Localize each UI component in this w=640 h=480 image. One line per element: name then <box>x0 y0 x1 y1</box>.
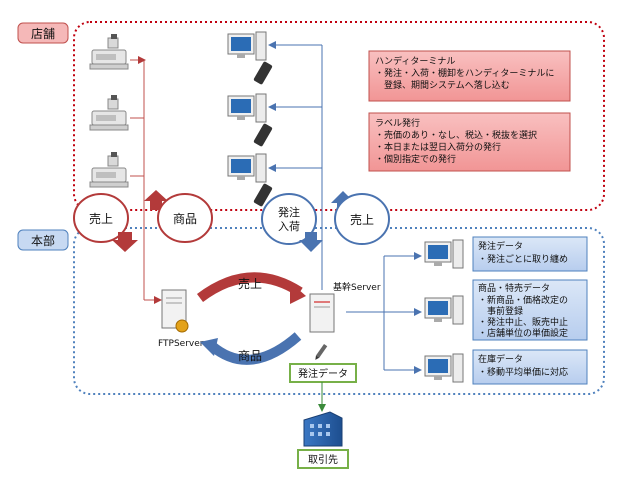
handy-note-title: ハンディターミナル <box>375 55 455 67</box>
server-sales-label: 売上 <box>238 276 262 291</box>
label-note-title: ラベル発行 <box>375 117 420 129</box>
order-receive-flow: 発注 入荷 <box>261 193 323 252</box>
register-connection-lines <box>130 56 162 304</box>
order-label: 発注 <box>278 205 300 219</box>
store-sales-label: 売上 <box>89 211 113 226</box>
terminal-pc-icon <box>227 153 273 207</box>
label-note-line: ・個別指定での発行 <box>375 153 456 165</box>
building-icon <box>303 411 343 447</box>
hq-pc-icon <box>424 295 464 325</box>
label-note-line: ・本日または翌日入荷分の発行 <box>375 141 501 153</box>
hq-box-title: 商品・特売データ <box>478 282 550 294</box>
server-goods-flow: 商品 <box>200 332 302 365</box>
hq-box-line: ・移動平均単価に対応 <box>478 366 568 378</box>
terminal-pc-icon <box>227 31 273 85</box>
down-arrow-icon <box>299 232 323 252</box>
receive-label: 入荷 <box>278 220 300 233</box>
handy-note-line: 登録、期間システムへ落し込む <box>375 79 510 91</box>
server-goods-label: 商品 <box>238 348 262 363</box>
store-goods-flow: 商品 <box>144 190 213 243</box>
hq-box-title: 在庫データ <box>478 353 523 365</box>
handy-note-line: ・発注・入荷・棚卸をハンディターミナルに <box>375 67 554 79</box>
terminal-sales-flow: 売上 <box>331 191 390 245</box>
order-data-label: 発注データ <box>289 363 357 383</box>
store-zone-label: 店舗 <box>17 22 69 44</box>
hq-connection-lines <box>346 252 422 374</box>
pencil-icon <box>315 344 328 360</box>
terminal-sales-label: 売上 <box>350 212 374 227</box>
hq-zone-label: 本部 <box>17 229 69 251</box>
order-data-box: 発注データ ・発注ごとに取り纏め <box>472 236 588 272</box>
terminal-connection-lines <box>268 41 323 290</box>
hq-box-line: 事前登録 <box>478 305 523 317</box>
product-sale-data-box: 商品・特売データ ・新商品・価格改定の 事前登録 ・発注中止、販売中止 ・店舗単… <box>472 279 588 341</box>
cash-register-icon <box>89 34 129 70</box>
supplier-text: 取引先 <box>308 454 338 466</box>
hq-box-title: 発注データ <box>478 240 523 252</box>
hq-pc-icon <box>424 353 464 383</box>
cash-register-icon <box>89 152 129 188</box>
right-arrow-icon <box>290 282 306 304</box>
hq-zone <box>73 227 605 395</box>
hq-box-line: ・発注中止、販売中止 <box>478 316 568 328</box>
down-arrow-icon <box>112 232 138 252</box>
label-issue-note: ラベル発行 ・売価のあり・なし、税込・税抜を選択 ・本日または翌日入荷分の発行 … <box>368 112 571 172</box>
core-server-label: 基幹Server <box>333 281 381 293</box>
handy-terminal-note: ハンディターミナル ・発注・入荷・棚卸をハンディターミナルに 登録、期間システム… <box>368 50 571 102</box>
hq-box-line: ・発注ごとに取り纏め <box>478 253 568 265</box>
hq-box-line: ・店舗単位の単価設定 <box>478 327 568 339</box>
hq-pc-icon <box>424 239 464 269</box>
ftp-server-icon <box>161 289 189 333</box>
ftp-server-label: FTPServer <box>158 339 204 349</box>
left-arrow-icon <box>200 338 218 356</box>
store-label-text: 店舗 <box>31 27 55 41</box>
terminal-pc-icon <box>227 93 273 147</box>
inventory-data-box: 在庫データ ・移動平均単価に対応 <box>472 349 588 385</box>
label-note-line: ・売価のあり・なし、税込・税抜を選択 <box>375 129 537 141</box>
store-goods-label: 商品 <box>173 211 197 226</box>
cash-register-icon <box>89 95 129 131</box>
hq-box-line: ・新商品・価格改定の <box>478 294 568 306</box>
server-sales-flow: 売上 <box>196 272 306 304</box>
supplier-label: 取引先 <box>297 449 349 469</box>
core-server-icon <box>309 293 335 333</box>
hq-label-text: 本部 <box>31 233 55 248</box>
store-zone <box>73 21 605 211</box>
order-data-text: 発注データ <box>298 367 348 380</box>
store-sales-flow: 売上 <box>73 193 138 252</box>
